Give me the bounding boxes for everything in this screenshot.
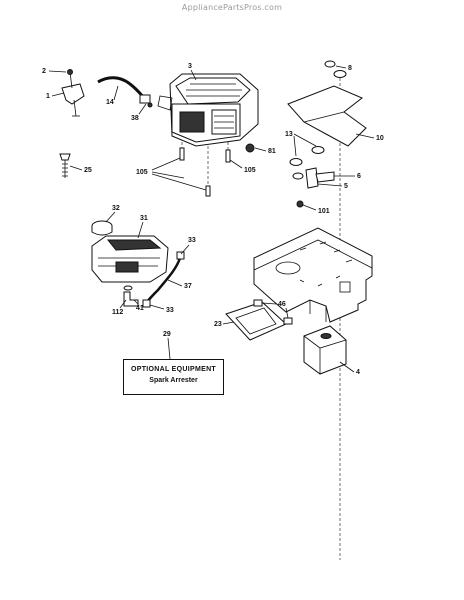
watermark-text: AppliancePartsPros.com — [181, 3, 283, 12]
svg-text:81: 81 — [268, 148, 276, 155]
svg-text:101: 101 — [318, 208, 330, 215]
callout-2: 2 — [42, 68, 67, 75]
exhaust-pipe — [305, 167, 335, 189]
callout-14: 14 — [106, 85, 119, 106]
callout-13: 13 — [285, 131, 317, 157]
svg-text:31: 31 — [140, 215, 148, 222]
svg-text:3: 3 — [188, 63, 192, 70]
svg-text:33: 33 — [166, 307, 174, 314]
callout-33-bottom: 33 — [149, 304, 174, 314]
elbow-fitting — [123, 285, 139, 307]
svg-text:105: 105 — [244, 167, 256, 174]
svg-text:5: 5 — [344, 183, 348, 190]
muffler — [303, 325, 347, 375]
svg-text:25: 25 — [84, 167, 92, 174]
svg-text:6: 6 — [357, 173, 361, 180]
callout-23: 23 — [214, 321, 235, 328]
callout-37: 37 — [167, 279, 192, 290]
callout-105-right: 105 — [229, 159, 256, 174]
fuel-tank — [91, 235, 169, 283]
svg-text:23: 23 — [214, 321, 222, 328]
callout-29: 29 — [163, 331, 171, 360]
callout-10: 10 — [355, 133, 384, 142]
heat-shield — [287, 85, 367, 147]
callout-6: 6 — [334, 173, 361, 180]
muffler-bracket — [225, 301, 287, 341]
engine-bolts — [179, 147, 231, 197]
svg-text:32: 32 — [112, 205, 120, 212]
gaskets — [289, 146, 325, 180]
plug — [245, 143, 255, 153]
callout-41: 41 — [133, 299, 144, 312]
spark-arrester-label: Spark Arrester — [149, 377, 198, 384]
svg-text:33: 33 — [188, 237, 196, 244]
nut-101 — [296, 200, 304, 208]
callout-112: 112 — [112, 299, 127, 316]
svg-text:112: 112 — [112, 309, 123, 316]
grommet — [324, 60, 347, 560]
svg-text:2: 2 — [42, 68, 46, 75]
throttle-cable — [97, 76, 148, 102]
bracket-bolts — [253, 299, 293, 325]
fuel-line — [142, 251, 185, 308]
callout-46: 46 — [261, 301, 289, 319]
callout-31: 31 — [137, 215, 148, 239]
optional-equipment-title: OPTIONAL EQUIPMENT — [131, 366, 216, 373]
callout-1: 1 — [46, 92, 65, 100]
engine — [157, 73, 259, 147]
fuel-cap — [91, 220, 113, 236]
callout-4: 4 — [339, 361, 360, 376]
bolt-25 — [59, 153, 71, 178]
throttle-bracket — [61, 69, 85, 117]
svg-text:46: 46 — [278, 301, 286, 308]
callout-33-top: 33 — [180, 237, 196, 255]
svg-text:4: 4 — [356, 369, 360, 376]
svg-text:1: 1 — [46, 93, 50, 100]
chassis-frame — [253, 227, 373, 323]
callout-81: 81 — [254, 147, 276, 155]
svg-text:37: 37 — [184, 283, 192, 290]
svg-text:41: 41 — [136, 305, 144, 312]
svg-text:14: 14 — [106, 99, 114, 106]
optional-equipment-box: OPTIONAL EQUIPMENT Spark Arrester — [123, 359, 224, 395]
callout-38: 38 — [131, 103, 147, 122]
callout-25: 25 — [69, 165, 92, 174]
callout-3: 3 — [188, 63, 197, 81]
svg-text:29: 29 — [163, 331, 171, 338]
callout-105-left: 105 — [136, 157, 207, 191]
callout-8: 8 — [335, 65, 352, 72]
svg-text:10: 10 — [376, 135, 384, 142]
cable-clip — [139, 94, 153, 108]
svg-text:38: 38 — [131, 115, 139, 122]
svg-text:8: 8 — [348, 65, 352, 72]
callout-5: 5 — [317, 183, 348, 190]
svg-text:105: 105 — [136, 169, 148, 176]
callout-101: 101 — [302, 204, 330, 215]
callout-32: 32 — [105, 205, 120, 223]
svg-text:13: 13 — [285, 131, 293, 138]
